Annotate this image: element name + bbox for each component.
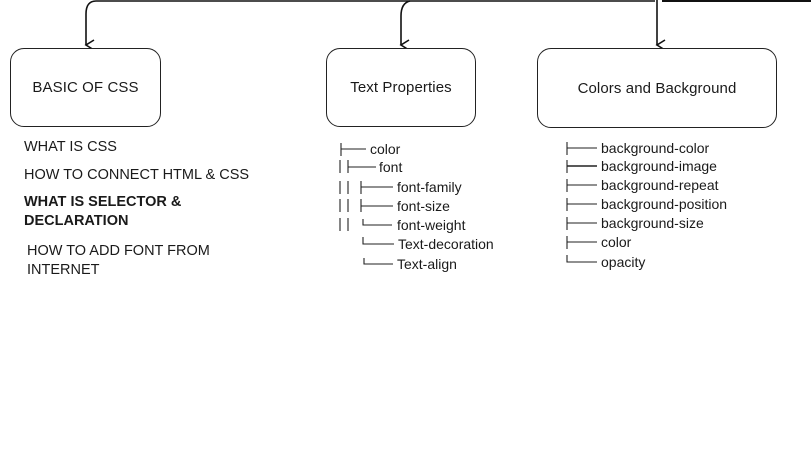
color-prop-background-repeat: background-repeat <box>601 177 719 193</box>
color-prop-background-size: background-size <box>601 215 704 231</box>
colors-background-label: Colors and Background <box>577 79 737 97</box>
color-prop-background-image: background-image <box>601 158 717 174</box>
text-prop-font-size: font-size <box>397 198 450 214</box>
topic-selector-declaration: WHAT IS SELECTOR & DECLARATION <box>24 194 182 229</box>
text-prop-color: color <box>370 141 401 157</box>
color-prop-opacity: opacity <box>601 254 646 270</box>
text-prop-font: font <box>379 159 403 175</box>
basic-of-css-box: BASIC OF CSS <box>10 48 161 127</box>
arrow-to-css <box>84 0 97 51</box>
basic-of-css-label: BASIC OF CSS <box>32 79 139 96</box>
color-prop-background-position: background-position <box>601 196 728 212</box>
text-prop-font-weight: font-weight <box>397 217 466 233</box>
topic-connect-html-css: HOW TO CONNECT HTML & CSS <box>24 167 250 183</box>
color-prop-background-color: background-color <box>601 140 710 156</box>
text-prop-text-align: Text-align <box>397 256 457 272</box>
color-prop-color: color <box>601 234 632 250</box>
text-properties-label: Text Properties <box>350 79 452 96</box>
text-prop-font-family: font-family <box>397 179 462 195</box>
topic-add-font: HOW TO ADD FONT FROM INTERNET <box>27 243 210 278</box>
colors-background-box: Colors and Background <box>537 48 777 128</box>
text-properties-box: Text Properties <box>326 48 476 127</box>
arrow-to-text <box>399 0 411 51</box>
text-prop-text-decoration: Text-decoration <box>398 236 494 252</box>
topic-what-is-css: WHAT IS CSS <box>24 139 117 155</box>
